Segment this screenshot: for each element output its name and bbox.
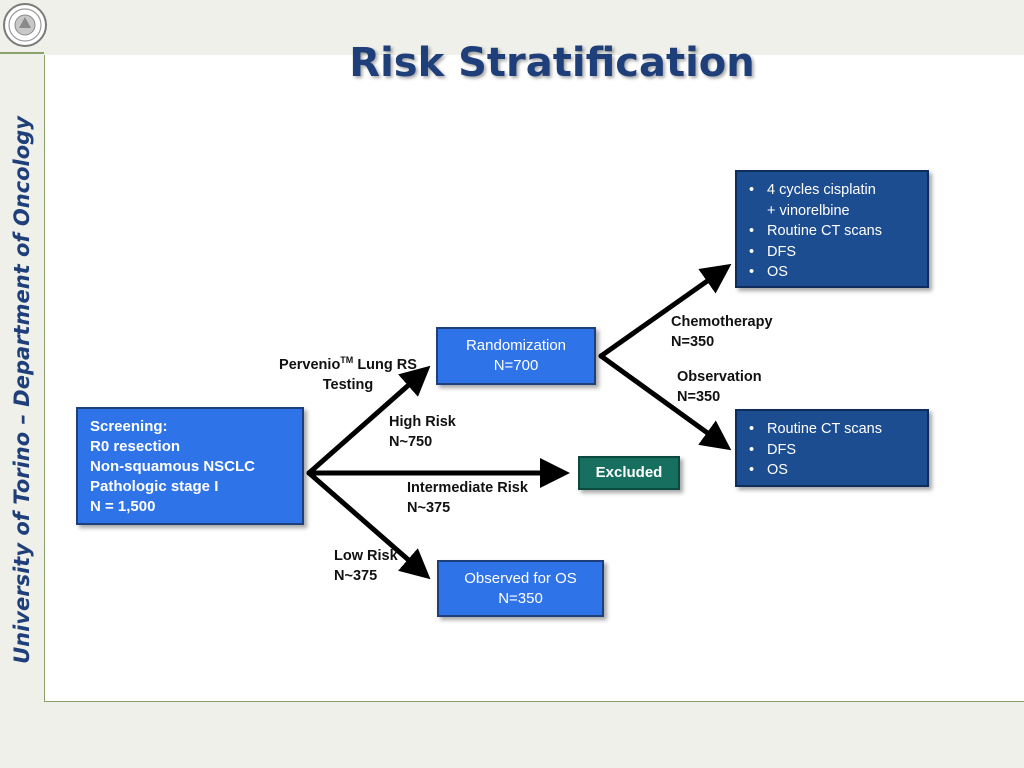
testing-label-line2: Testing (322, 376, 374, 393)
observed-count: N=350 (498, 589, 543, 607)
high-risk-label: High Risk N~750 (389, 412, 456, 452)
intermediate-risk-count: N~375 (407, 500, 451, 516)
arrow-chemotherapy (598, 263, 732, 359)
observed-box: Observed for OS N=350 (437, 560, 604, 617)
low-risk-title: Low Risk (334, 548, 398, 564)
chemo-outcome-item: 4 cycles cisplatin + vinorelbine (749, 180, 927, 221)
randomization-count: N=700 (493, 357, 539, 374)
randomization-box: Randomization N=700 (436, 327, 596, 385)
high-risk-count: N~750 (389, 434, 433, 450)
observed-label: Observed for OS (464, 569, 577, 587)
screening-line: Screening: (90, 418, 168, 435)
arrow-high-risk (306, 365, 431, 476)
low-risk-count: N~375 (334, 568, 378, 584)
testing-label: PervenioTM Lung RS Testing (278, 350, 418, 395)
trademark-superscript: TM (340, 355, 354, 365)
chemo-outcomes-box: 4 cycles cisplatin + vinorelbine Routine… (735, 170, 929, 288)
observation-title: Observation (677, 369, 762, 385)
observation-outcomes-box: Routine CT scans DFS OS (735, 409, 929, 487)
high-risk-title: High Risk (389, 414, 456, 430)
testing-label-brand: Pervenio (279, 356, 341, 373)
observation-outcome-item: Routine CT scans (749, 419, 927, 440)
chemotherapy-count: N=350 (671, 334, 715, 350)
chemotherapy-label: Chemotherapy N=350 (671, 312, 773, 352)
chemo-outcome-item: Routine CT scans (749, 221, 927, 242)
frame-line (0, 52, 44, 54)
observation-outcome-item: DFS (749, 440, 927, 461)
screening-line: N = 1,500 (90, 498, 156, 515)
excluded-label: Excluded (595, 464, 663, 481)
arrow-low-risk (306, 470, 431, 580)
chemotherapy-title: Chemotherapy (671, 314, 773, 330)
screening-line: Non-squamous NSCLC (90, 458, 255, 475)
chemo-outcome-item: OS (749, 262, 927, 283)
intermediate-risk-title: Intermediate Risk (407, 480, 528, 496)
screening-line: R0 resection (90, 438, 181, 455)
observation-outcome-item: OS (749, 460, 927, 481)
intermediate-risk-label: Intermediate Risk N~375 (407, 478, 528, 518)
screening-line: Pathologic stage I (90, 478, 219, 495)
arrow-observation (598, 353, 732, 451)
randomization-label: Randomization (465, 337, 567, 354)
screening-box: Screening: R0 resection Non-squamous NSC… (76, 407, 304, 525)
observation-count: N=350 (677, 389, 721, 405)
low-risk-label: Low Risk N~375 (334, 546, 398, 586)
excluded-box: Excluded (578, 456, 680, 490)
university-seal-icon (3, 3, 47, 47)
bottom-strip (0, 702, 1024, 768)
observation-label: Observation N=350 (677, 367, 762, 407)
chemo-outcome-item: DFS (749, 242, 927, 263)
side-strip (0, 0, 44, 768)
slide-title: Risk Stratification (349, 40, 755, 86)
testing-label-rest: Lung RS (353, 356, 417, 373)
